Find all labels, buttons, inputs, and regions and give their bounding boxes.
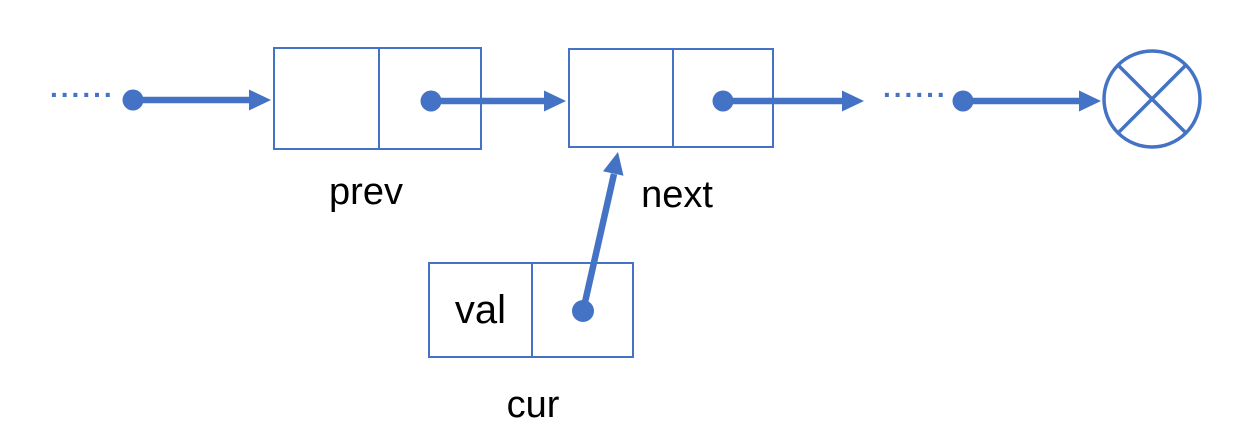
arrowhead-icon: [842, 90, 864, 112]
list-continues-right-ellipsis: ......: [883, 72, 948, 103]
node-cur: val: [428, 262, 634, 358]
node-next-value-cell: [570, 50, 674, 146]
arrowhead-icon: [1079, 90, 1101, 112]
pointer-cur-to-next: [572, 152, 624, 322]
node-next-pointer-cell: [674, 50, 772, 146]
pointer-from-left: [122, 89, 271, 111]
node-prev-pointer-cell: [380, 49, 480, 148]
pointer-next-to-right: [712, 90, 864, 112]
node-prev: [273, 47, 482, 150]
arrowhead-icon: [249, 89, 271, 111]
arrowhead-icon: [544, 90, 566, 112]
label-prev: prev: [329, 171, 403, 213]
node-prev-value-cell: [275, 49, 380, 148]
node-cur-value-cell: val: [430, 264, 533, 356]
label-next: next: [641, 174, 713, 216]
node-cur-value-label: val: [454, 288, 507, 332]
pointer-prev-to-next: [420, 90, 566, 112]
arrowhead-icon: [603, 152, 624, 176]
label-cur: cur: [506, 384, 560, 426]
null-cross-line: [1116, 63, 1188, 135]
pointer-line: [579, 173, 618, 312]
node-next: [568, 48, 774, 148]
null-terminator-icon: [1102, 49, 1202, 149]
node-cur-pointer-cell: [533, 264, 632, 356]
pointer-to-null: [952, 90, 1101, 112]
list-continues-left-ellipsis: ......: [50, 72, 115, 103]
